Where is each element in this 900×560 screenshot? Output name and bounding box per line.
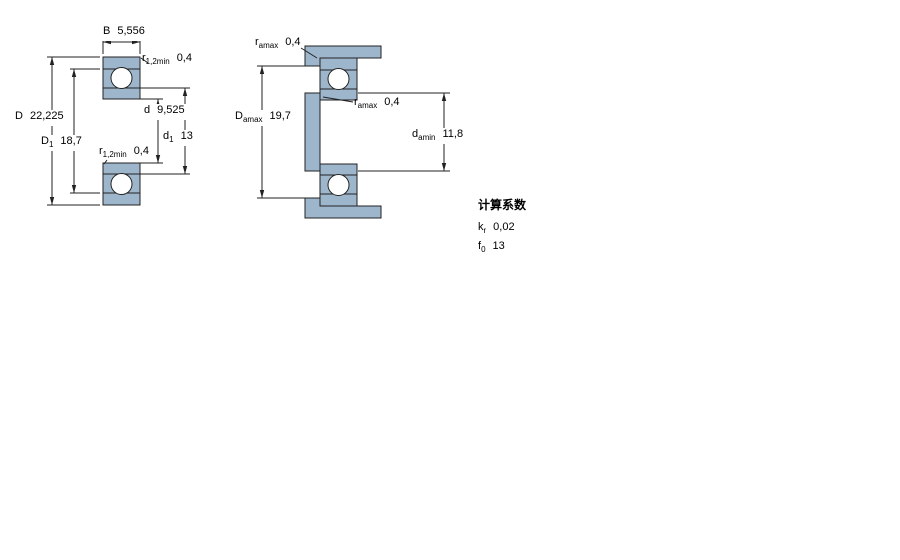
dim-symbol: r [255, 36, 259, 48]
dim-r12min-top-label: r1,2min 0,4 [141, 52, 193, 68]
shaft-shoulder [304, 92, 321, 172]
dim-subscript: 1,2min [102, 150, 127, 160]
dim-value: 0,4 [133, 145, 149, 157]
dim-D-label: D 22,225 [14, 110, 65, 127]
fig1-dimension-lines [47, 38, 190, 206]
factor-value: 13 [492, 240, 505, 253]
dim-subscript: amax [258, 41, 279, 51]
dim-symbol: r [99, 145, 103, 157]
calc-factor-kr: kr 0,02 [478, 221, 526, 235]
drawing-linework [47, 38, 450, 219]
fig2-housing-and-shaft [304, 45, 382, 219]
dim-symbol: d [144, 104, 151, 116]
dim-d1-label: d1 13 [162, 130, 194, 147]
calculation-factors: 计算系数 kr 0,02 f0 13 [478, 196, 526, 259]
dim-value: 5,556 [117, 25, 145, 37]
dim-r12min-mid-label: r1,2min 0,4 [98, 145, 150, 161]
dim-subscript: 1,2min [145, 57, 170, 67]
dim-symbol: D [235, 110, 243, 122]
dim-D1-label: D1 18,7 [40, 135, 83, 152]
dim-symbol: D [15, 110, 23, 122]
factor-subscript: 0 [481, 245, 486, 255]
dim-subscript: 1 [169, 135, 174, 145]
dim-Damax-label: Damax 19,7 [234, 110, 292, 127]
ball-bottom [110, 173, 133, 195]
dim-value: 0,4 [285, 36, 301, 48]
dim-symbol: d [163, 130, 170, 142]
dim-d-label: d 9,525 [143, 104, 186, 121]
dim-symbol: d [412, 128, 419, 140]
dim-subscript: 1 [48, 140, 54, 150]
factor-symbol: f [478, 240, 482, 253]
dim-symbol: D [41, 135, 49, 147]
dim-value: 19,7 [269, 110, 291, 122]
dim-symbol: r [142, 52, 146, 64]
ball-bottom [327, 174, 350, 196]
calculation-factors-heading: 计算系数 [478, 198, 527, 212]
dim-ramax-top-label: ramax 0,4 [254, 36, 302, 52]
calc-factor-f0: f0 13 [478, 240, 526, 254]
dim-B-label: B 5,556 [102, 25, 146, 42]
ball-top [110, 67, 133, 89]
dim-value: 18,7 [60, 135, 82, 147]
factor-subscript: r [483, 226, 487, 236]
dim-ramax-mid-label: ramax 0,4 [353, 96, 401, 112]
fig2-dimension-lines [257, 47, 450, 199]
ball-top [327, 68, 350, 90]
dim-value: 22,225 [29, 110, 64, 122]
factor-value: 0,02 [493, 221, 515, 233]
dim-value: 0,4 [176, 52, 192, 64]
dim-damin-label: damin 11,8 [411, 128, 465, 145]
dim-value: 13 [180, 130, 193, 142]
fig2-bearing-section [319, 57, 358, 207]
fig1-bearing-section [102, 56, 141, 206]
dim-value: 11,8 [442, 128, 464, 140]
dim-subscript: amax [357, 101, 378, 111]
factor-symbol: k [478, 221, 484, 233]
dim-subscript: amax [242, 115, 263, 125]
dim-subscript: amin [418, 133, 436, 143]
dim-symbol: r [354, 96, 358, 108]
dim-symbol: B [103, 25, 111, 37]
dim-value: 0,4 [384, 96, 400, 108]
dim-value: 9,525 [157, 104, 185, 116]
